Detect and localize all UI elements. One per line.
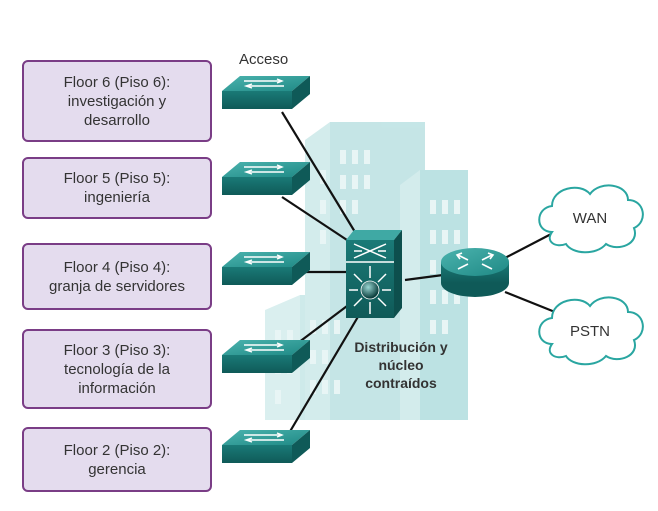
pstn-label: PSTN [570,323,610,340]
access-switch-2 [222,162,310,195]
core-label: Distribución y núcleo contraídos [354,339,448,391]
wan-cloud: WAN [538,184,644,254]
access-switch-3 [222,252,310,285]
floor-5-box: Floor 5 (Piso 5): ingeniería [22,157,212,219]
floor-6-box: Floor 6 (Piso 6): investigación y desarr… [22,60,212,142]
link-router [404,273,444,282]
wan-label: WAN [573,210,607,227]
pstn-cloud: PSTN [538,296,644,366]
link-floor6 [281,111,356,233]
link-wan [504,231,556,259]
access-switch-5 [222,430,310,463]
floor-2-box: Floor 2 (Piso 2): gerencia [22,427,212,492]
access-switch-4 [222,340,310,373]
link-floor5 [281,196,348,241]
floor-4-box: Floor 4 (Piso 4): granja de servidores [22,243,212,310]
link-pstn [504,290,556,314]
floor-3-box: Floor 3 (Piso 3): tecnología de la infor… [22,329,212,409]
link-floor2 [281,309,363,446]
core-multilayer-switch [346,230,402,318]
access-switch-1 [222,76,310,109]
router [441,248,509,297]
access-label: Acceso [239,51,289,68]
